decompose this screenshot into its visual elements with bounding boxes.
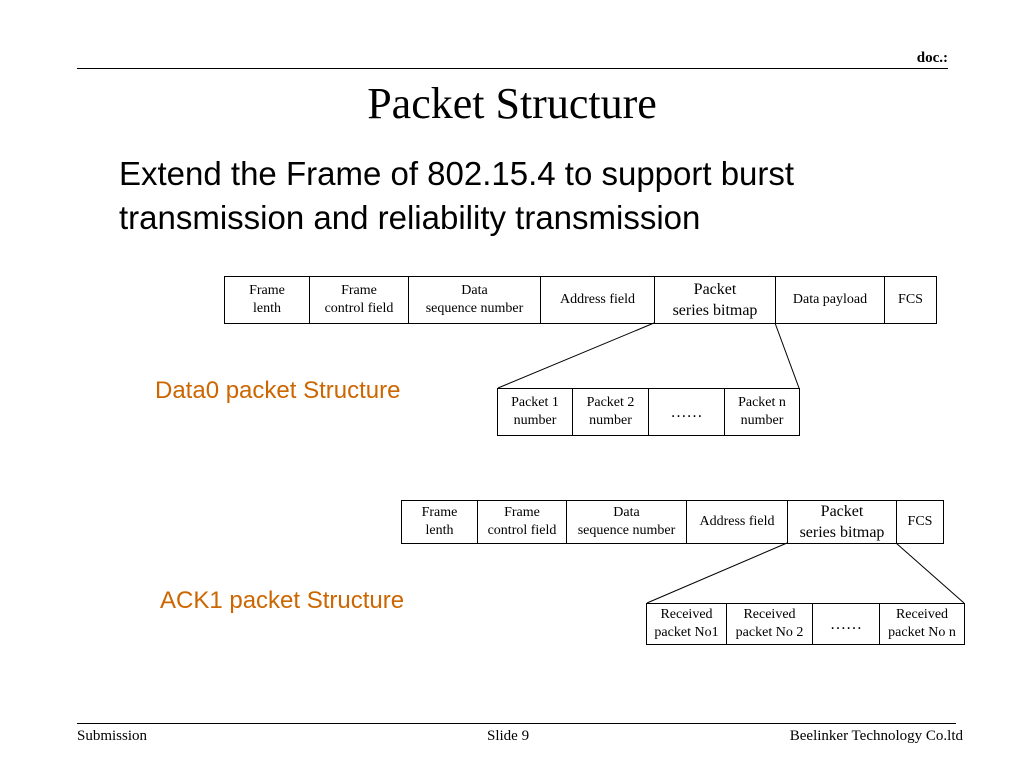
- ack1-field-address: Address field: [687, 501, 788, 543]
- ack1-field-series-bitmap: Packet series bitmap: [788, 501, 897, 543]
- data0-bitmap-packet-1: Packet 1 number: [498, 389, 573, 435]
- ack1-caption: ACK1 packet Structure: [160, 587, 405, 614]
- data0-bitmap-ellipsis: ……: [649, 389, 725, 435]
- ack1-field-fcs: FCS: [907, 514, 933, 529]
- ack1-field-frame-length: Frame lenth: [402, 501, 478, 543]
- slide-title: Packet Structure: [367, 79, 657, 128]
- data0-field-fcs: FCS: [898, 292, 923, 307]
- data0-field-data-payload: Data payload: [776, 277, 885, 323]
- ack1-bitmap-received-2: Received packet No 2: [727, 604, 813, 644]
- data0-field-frame-control: Frame control field: [310, 277, 409, 323]
- ack1-bitmap-left-connector: [646, 542, 788, 604]
- ack1-bitmap-received-1: Received packet No1: [647, 604, 727, 644]
- data0-bitmap-right-connector: [774, 322, 800, 389]
- header-rule: [77, 68, 948, 69]
- data0-field-frame-length: Frame lenth: [225, 277, 310, 323]
- data0-bitmap-packet-n: Packet n number: [738, 395, 786, 428]
- doc-label: doc.:: [916, 50, 948, 66]
- footer-slide-number: Slide 9: [487, 728, 530, 744]
- ack1-bitmap-received-n: Received packet No n: [888, 607, 956, 640]
- footer-submission: Submission: [77, 728, 148, 744]
- ack1-bitmap-structure: Received packet No1 Received packet No 2…: [646, 603, 965, 645]
- data0-bitmap-packet-2: Packet 2 number: [573, 389, 649, 435]
- data0-bitmap-structure: Packet 1 number Packet 2 number …… Packe…: [497, 388, 800, 436]
- slide-subtitle: Extend the Frame of 802.15.4 to support …: [119, 155, 795, 236]
- footer-rule: [77, 723, 956, 724]
- ack1-frame-structure: Frame lenth Frame control field Data seq…: [401, 500, 944, 544]
- ack1-field-sequence-number: Data sequence number: [567, 501, 687, 543]
- data0-frame-structure: Frame lenth Frame control field Data seq…: [224, 276, 937, 324]
- ack1-field-frame-control: Frame control field: [478, 501, 567, 543]
- data0-field-address: Address field: [541, 277, 655, 323]
- ack1-bitmap-ellipsis: ……: [813, 604, 880, 644]
- data0-field-sequence-number: Data sequence number: [409, 277, 541, 323]
- data0-field-series-bitmap: Packet series bitmap: [655, 277, 776, 323]
- data0-bitmap-left-connector: [497, 322, 655, 389]
- data0-caption: Data0 packet Structure: [155, 377, 401, 404]
- ack1-bitmap-right-connector: [895, 542, 965, 604]
- footer-company: Beelinker Technology Co.ltd: [789, 728, 963, 744]
